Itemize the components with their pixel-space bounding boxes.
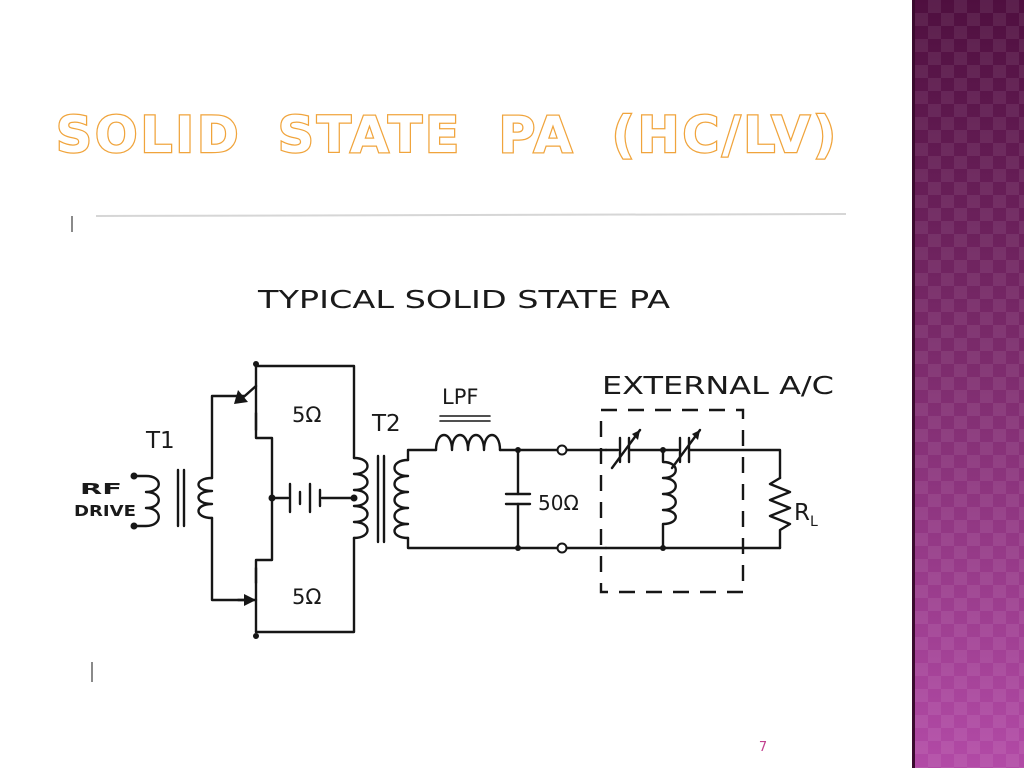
node-top <box>253 361 259 367</box>
external-label: EXTERNAL A/C <box>602 371 834 400</box>
battery-symbol <box>288 482 322 514</box>
rf-label-line2: DRIVE <box>74 502 136 520</box>
slide-title: SOLID STATE PA (HC/LV) <box>55 105 839 166</box>
t1-core <box>176 468 186 528</box>
impedance-50: 50Ω <box>538 491 579 515</box>
t2-primary-coil <box>352 456 369 540</box>
sidebar-pattern <box>915 0 1024 768</box>
lpf-inductor <box>434 433 502 452</box>
shunt-inductor <box>661 448 677 550</box>
t2-output-leads <box>406 448 608 550</box>
t1-secondary-leads <box>210 394 246 602</box>
page-number: 7 <box>758 740 768 755</box>
drain-top-wire <box>254 364 356 460</box>
capacitor-50ohm <box>504 448 532 550</box>
diagram-heading: TYPICAL SOLID STATE PA <box>257 285 670 314</box>
transistor-top <box>234 364 274 500</box>
t2-core <box>376 454 386 544</box>
scan-edge-line <box>95 213 847 217</box>
t1-label: T1 <box>145 428 175 454</box>
decorative-sidebar <box>912 0 1024 768</box>
circuit-diagram: TYPICAL SOLID STATE PA T1 RF DRIVE <box>66 208 850 690</box>
load-label: RL <box>794 500 818 530</box>
output-terminals <box>556 444 568 554</box>
rf-drive-terminals <box>130 472 138 530</box>
t1-primary-coil <box>132 474 160 528</box>
node-bottom <box>253 633 259 639</box>
t1-secondary-coil <box>197 476 214 520</box>
t2-secondary-coil <box>393 458 410 540</box>
node-t2-center <box>350 494 358 502</box>
impedance-top: 5Ω <box>292 403 321 427</box>
sidebar-edge <box>912 0 915 768</box>
impedance-bottom: 5Ω <box>292 585 321 609</box>
t2-label: T2 <box>371 411 401 437</box>
external-tuner-box <box>599 408 745 594</box>
circuit-schematic: TYPICAL SOLID STATE PA T1 RF DRIVE <box>71 213 847 682</box>
lpf-core <box>439 415 491 422</box>
drain-bottom-wire <box>254 536 356 634</box>
load-top-wire <box>688 448 782 480</box>
rf-label-line1: RF <box>80 480 122 498</box>
lpf-label: LPF <box>442 385 478 409</box>
load-resistor <box>768 476 792 550</box>
transistor-bottom <box>236 496 274 634</box>
